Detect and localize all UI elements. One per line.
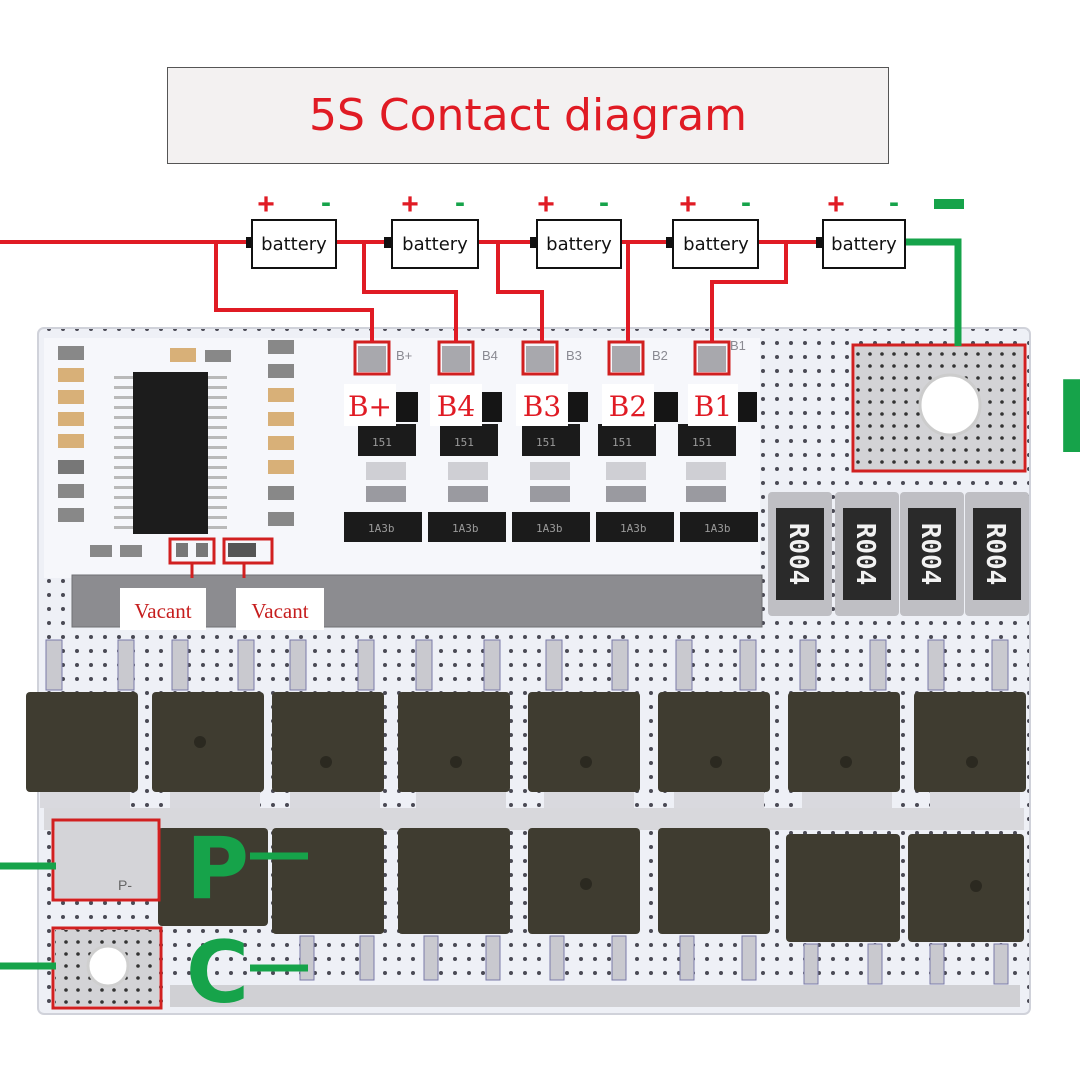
silkscreen-label: B4 xyxy=(482,348,498,363)
balance-channel-5: 151 1A3b xyxy=(678,392,758,542)
battery-label: battery xyxy=(546,234,612,255)
transistor-marking: 1A3b xyxy=(536,522,563,535)
mosfets-top-row xyxy=(26,692,1026,808)
transistor-marking: 1A3b xyxy=(368,522,395,535)
vacant-label: Vacant xyxy=(251,599,308,623)
pad-label-b2: B2 xyxy=(609,390,647,423)
battery-label: battery xyxy=(402,234,468,255)
plus-sign: + xyxy=(827,188,845,221)
chip-marking: 151 xyxy=(692,436,712,449)
chip-marking: 151 xyxy=(536,436,556,449)
transistor-marking: 1A3b xyxy=(704,522,731,535)
battery-cells: battery + - battery + - battery + - batt… xyxy=(251,186,964,269)
b-minus-terminal-pad xyxy=(855,346,1023,470)
transistor-marking: 1A3b xyxy=(452,522,479,535)
silkscreen-label: B3 xyxy=(566,348,582,363)
silkscreen-label: B1 xyxy=(730,338,746,353)
resistor-4: R004 xyxy=(965,492,1029,616)
terminal-letter-b: B xyxy=(1054,359,1080,476)
resistor-marking: R004 xyxy=(915,523,945,586)
minus-sign: - xyxy=(889,186,899,219)
battery-label: battery xyxy=(831,234,897,255)
transistor-marking: 1A3b xyxy=(620,522,647,535)
minus-sign: - xyxy=(321,186,331,219)
battery-terminal-nubs xyxy=(246,237,824,248)
battery-cell-4: battery + - xyxy=(672,186,759,269)
chip-marking: 151 xyxy=(612,436,632,449)
balance-channels: 151 1A3b 151 1A3b 151 1A3b 15 xyxy=(344,392,758,542)
title-box: 5S Contact diagram xyxy=(167,67,889,164)
resistor-marking: R004 xyxy=(850,523,880,586)
battery-cell-2: battery + - xyxy=(391,186,479,269)
negative-wiring xyxy=(0,238,962,972)
battery-label: battery xyxy=(261,234,327,255)
main-negative-marker xyxy=(934,199,964,209)
sense-resistors: R004 R004 R004 R004 xyxy=(768,492,1029,616)
balance-channel-1: 151 1A3b xyxy=(344,392,422,542)
passive-components-left xyxy=(58,340,294,557)
pad-label-b-plus: B+ xyxy=(348,390,392,423)
chip-marking: 151 xyxy=(372,436,392,449)
plus-sign: + xyxy=(257,188,275,221)
diagram-title: 5S Contact diagram xyxy=(308,90,748,141)
pad-label-b1: B1 xyxy=(694,390,732,423)
silkscreen-label: B2 xyxy=(652,348,668,363)
resistor-2: R004 xyxy=(835,492,899,616)
resistor-3: R004 xyxy=(900,492,964,616)
controller-ic xyxy=(114,372,227,534)
battery-cell-3: battery + - xyxy=(536,186,622,269)
plus-sign: + xyxy=(537,188,555,221)
plus-sign: + xyxy=(679,188,697,221)
minus-sign: - xyxy=(455,186,465,219)
terminal-letter-c: C xyxy=(186,923,249,1023)
mosfet-pins-top xyxy=(45,639,1009,691)
balance-channel-4: 151 1A3b xyxy=(596,392,678,542)
minus-sign: - xyxy=(599,186,609,219)
silkscreen-label: B+ xyxy=(396,348,412,363)
balance-channel-2: 151 1A3b xyxy=(428,392,506,542)
terminal-letter-p: P xyxy=(186,819,249,919)
silkscreen-label: P- xyxy=(118,877,132,893)
c-minus-pad xyxy=(55,930,159,1006)
pad-labels: B+ B4 B3 B2 B1 xyxy=(344,384,738,426)
balance-pads: B+ B4 B3 B2 B1 xyxy=(358,338,746,372)
chip-marking: 151 xyxy=(454,436,474,449)
resistor-1: R004 xyxy=(768,492,832,616)
resistor-marking: R004 xyxy=(980,523,1010,586)
vacant-label: Vacant xyxy=(134,599,191,623)
positive-wiring xyxy=(0,240,822,342)
battery-cell-5: battery + - xyxy=(822,186,906,269)
pad-label-b3: B3 xyxy=(523,390,561,423)
plus-sign: + xyxy=(401,188,419,221)
p-minus-pad: P- xyxy=(55,822,157,898)
battery-label: battery xyxy=(683,234,749,255)
resistor-marking: R004 xyxy=(783,523,813,586)
mosfets-bottom-row xyxy=(158,828,1024,985)
battery-cell-1: battery + - xyxy=(251,186,337,269)
vacant-annotations: Vacant Vacant xyxy=(120,563,324,630)
minus-sign: - xyxy=(741,186,751,219)
pad-label-b4: B4 xyxy=(437,390,475,423)
